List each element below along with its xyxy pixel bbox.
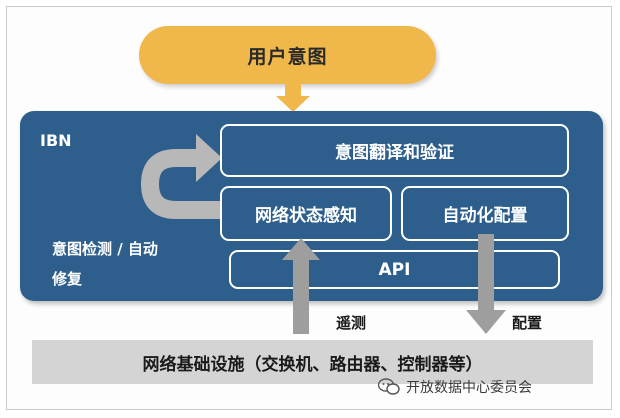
automation-config-label: 自动化配置 <box>442 206 528 226</box>
intent-translation-label: 意图翻译和验证 <box>335 143 454 163</box>
telemetry-up-arrow-icon <box>282 238 320 334</box>
intent-down-arrow-icon <box>276 84 310 112</box>
api-label: API <box>378 259 411 280</box>
automation-config-box: 自动化配置 <box>401 186 569 241</box>
user-intent-box: 用户意图 <box>139 26 436 84</box>
watermark-text: 开放数据中心委员会 <box>406 380 532 396</box>
api-box: API <box>229 250 560 289</box>
config-down-arrow-icon <box>466 234 506 334</box>
infrastructure-bar: 网络基础设施（交换机、路由器、控制器等） <box>32 340 593 384</box>
ibn-label: IBN <box>40 131 72 150</box>
wechat-icon <box>378 378 400 395</box>
intent-translation-box: 意图翻译和验证 <box>220 124 569 177</box>
user-intent-label: 用户意图 <box>247 45 328 68</box>
watermark: 开放数据中心委员会 <box>378 377 532 397</box>
telemetry-label: 遥测 <box>336 314 367 332</box>
feedback-loop-arrow-icon <box>140 134 222 219</box>
infrastructure-label: 网络基础设施（交换机、路由器、控制器等） <box>142 354 483 375</box>
network-state-label: 网络状态感知 <box>255 206 357 226</box>
config-label: 配置 <box>512 314 543 332</box>
intent-detect-label: 意图检测 / 自动修复 <box>52 240 158 288</box>
network-state-box: 网络状态感知 <box>220 186 392 241</box>
